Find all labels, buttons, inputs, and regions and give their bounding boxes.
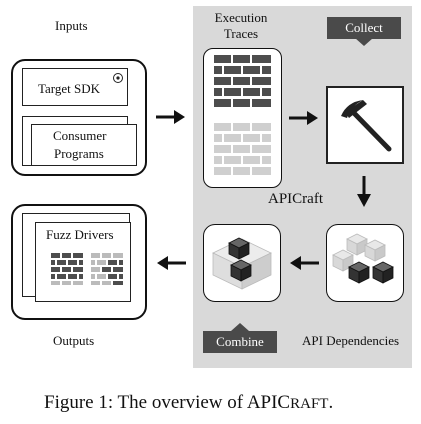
caption-name-rest: RAFT (290, 396, 329, 412)
execution-traces-label: Execution Traces (209, 10, 273, 42)
api-dependencies-box (326, 224, 404, 302)
collect-tag-pointer (355, 38, 373, 46)
combine-tag: Combine (203, 331, 277, 353)
caption-name-api: APIC (246, 392, 291, 413)
fuzz-drivers-box: Fuzz Drivers (35, 222, 131, 302)
fuzz-driver-dark-bricks-icon (51, 253, 83, 285)
execution-label-line2: Traces (223, 26, 259, 41)
brick-wall-light-icon (214, 123, 271, 175)
programs-label: Programs (54, 146, 104, 161)
arrow-right-2 (289, 111, 318, 125)
figure-caption: Figure 1: The overview of APICRAFT. (44, 392, 333, 414)
fuzz-driver-mixed-bricks-icon (91, 253, 123, 285)
pickaxe-box (326, 86, 404, 164)
arrow-right-1 (156, 110, 185, 124)
arrow-left-1 (290, 256, 319, 270)
inputs-label: Inputs (55, 18, 88, 33)
consumer-programs-box: Consumer Programs (31, 124, 137, 166)
combined-cube-icon (212, 237, 272, 290)
caption-suffix: . (328, 392, 334, 413)
arrow-left-2 (157, 256, 186, 270)
target-sdk-box: Target SDK (22, 68, 128, 106)
fuzz-drivers-label: Fuzz Drivers (46, 227, 114, 242)
target-sdk-label: Target SDK (38, 81, 101, 96)
gear-icon (113, 73, 123, 83)
outputs-label: Outputs (53, 333, 95, 348)
caption-prefix: Figure 1: The overview of (44, 392, 247, 413)
collect-tag: Collect (327, 17, 401, 39)
api-dependencies-label: API Dependencies (302, 333, 400, 348)
consumer-label: Consumer (53, 128, 107, 143)
brick-wall-icon (214, 55, 271, 107)
cubes-icon (332, 233, 394, 284)
pickaxe-icon (341, 100, 392, 152)
apicraft-label: APICraft (268, 191, 323, 207)
arrow-down (357, 176, 371, 207)
combine-tag-pointer (231, 323, 249, 331)
execution-label-line1: Execution (214, 10, 268, 25)
combined-box (203, 224, 281, 302)
